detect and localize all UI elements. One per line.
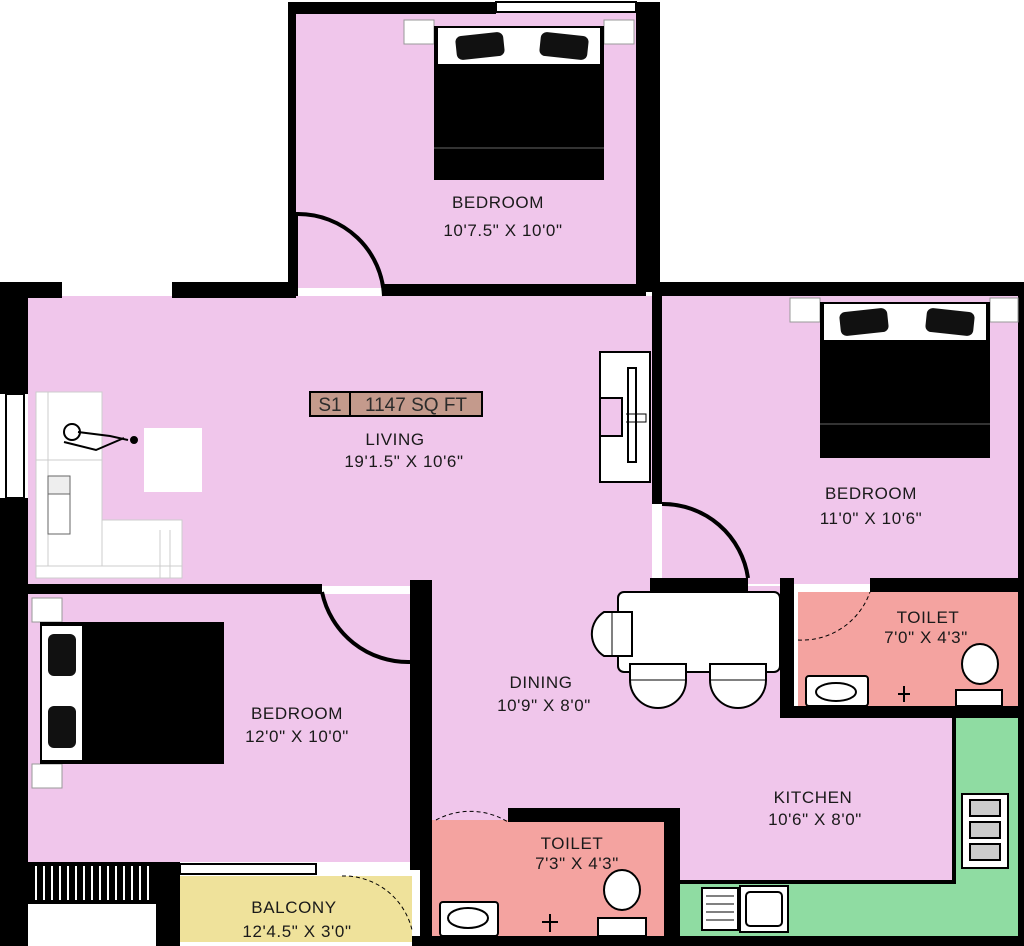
wall <box>780 706 1020 718</box>
kitchen-dims: 10'6" X 8'0" <box>768 810 862 829</box>
door-bedroom-left <box>320 591 411 665</box>
balcony-name: BALCONY <box>251 898 336 917</box>
toilet-right-name: TOILET <box>897 608 960 627</box>
dining-table <box>617 591 781 673</box>
pillow-icon <box>839 308 889 336</box>
wc-icon <box>603 869 641 911</box>
wall <box>952 714 956 884</box>
washbasin-bowl <box>815 682 857 702</box>
washbasin-bowl <box>447 907 489 929</box>
person-icon <box>63 423 138 452</box>
wall <box>156 862 180 946</box>
toilet-right-dims: 7'0" X 4'3" <box>884 628 968 647</box>
bedroom-left-dims: 12'0" X 10'0" <box>245 727 349 746</box>
bedroom-right-dims: 11'0" X 10'6" <box>820 509 923 528</box>
cushion-icon <box>47 493 71 535</box>
toilet-right-fixtures <box>805 643 1003 707</box>
wall <box>288 2 296 214</box>
wc-icon <box>961 643 999 685</box>
tv-unit <box>599 351 651 483</box>
window <box>495 1 637 13</box>
dining-dims: 10'9" X 8'0" <box>497 696 591 715</box>
chair-icon <box>590 611 633 657</box>
door-balcony <box>341 875 413 931</box>
wall <box>0 498 28 946</box>
tap-icon <box>542 914 558 932</box>
wall <box>652 292 662 504</box>
pillow-icon <box>48 706 76 748</box>
wall <box>384 284 646 296</box>
wall <box>870 578 1020 592</box>
bedroom-left-name: BEDROOM <box>251 704 343 723</box>
wall <box>650 578 748 592</box>
furniture <box>31 19 1019 937</box>
wall <box>288 2 496 14</box>
window <box>5 393 25 499</box>
bedroom-top-dims: 10'7.5" X 10'0" <box>443 221 562 240</box>
wall <box>664 808 680 946</box>
unit-area-badge: S1 1147 SQ FT <box>309 391 483 417</box>
wall <box>676 880 956 884</box>
wall <box>780 578 794 716</box>
wall <box>412 936 1024 946</box>
kitchen-name: KITCHEN <box>774 788 853 807</box>
bed-left <box>31 597 224 789</box>
balcony-floor <box>180 876 412 942</box>
doors <box>297 211 871 931</box>
drainboard-icon <box>701 887 739 931</box>
bedroom-top-name: BEDROOM <box>452 193 544 212</box>
room-labels: BEDROOM 10'7.5" X 10'0" LIVING 19'1.5" X… <box>242 193 967 941</box>
wall <box>1018 282 1024 946</box>
wall <box>508 808 678 822</box>
wall <box>0 282 28 394</box>
living-name: LIVING <box>365 430 424 449</box>
bed-top <box>403 19 635 180</box>
pillow-icon <box>539 32 589 60</box>
bed-right <box>789 297 1019 458</box>
tv-icon <box>627 367 637 463</box>
bedroom-right-name: BEDROOM <box>825 484 917 503</box>
pillow-icon <box>48 634 76 676</box>
toilet-bottom-dims: 7'3" X 4'3" <box>535 854 619 873</box>
wall <box>20 584 322 594</box>
living-dims: 19'1.5" X 10'6" <box>344 452 463 471</box>
balcony-dims: 12'4.5" X 3'0" <box>242 922 351 941</box>
kitchen-fixtures <box>701 793 1009 933</box>
dining-set <box>590 591 781 709</box>
chair-icon <box>629 663 687 709</box>
wall <box>410 580 432 870</box>
balcony-railing <box>28 862 156 904</box>
wall <box>172 282 296 298</box>
wall <box>652 282 1024 296</box>
pillow-icon <box>925 308 975 336</box>
sofa <box>35 391 183 579</box>
wall <box>420 820 432 946</box>
door-toilet-bottom <box>435 810 509 823</box>
kitchen-floor <box>668 716 954 886</box>
toilet-bottom-name: TOILET <box>541 834 604 853</box>
dining-name: DINING <box>509 673 572 692</box>
door-bedroom-top <box>297 211 386 297</box>
unit-area: 1147 SQ FT <box>365 395 467 416</box>
tap-icon <box>898 686 910 702</box>
wall <box>636 2 660 292</box>
toilet-bottom-fixtures <box>439 869 647 937</box>
door-bedroom-right <box>661 501 750 579</box>
chair-icon <box>709 663 767 709</box>
window <box>179 863 317 875</box>
pillow-icon <box>455 32 505 60</box>
wall <box>288 212 298 296</box>
coffee-table <box>144 428 202 492</box>
unit-type: S1 <box>318 395 341 416</box>
